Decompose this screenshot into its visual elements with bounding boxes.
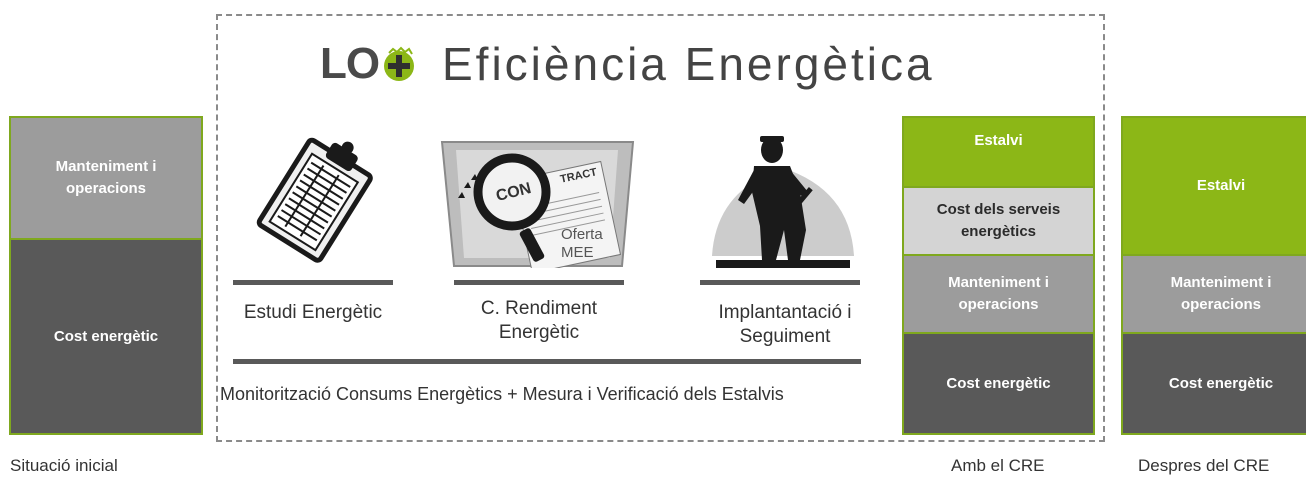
block-manteniment-inicial: Manteniment i operacions xyxy=(9,116,203,240)
block-cost-serveis-cre: Cost dels serveis energètics xyxy=(902,186,1095,256)
contract-offer-line1: Oferta xyxy=(561,226,603,243)
logo-text: LO xyxy=(320,39,380,88)
block-manteniment-cre: Manteniment i operacions xyxy=(902,254,1095,334)
monitoring-label: Monitorització Consums Energètics + Mesu… xyxy=(220,384,784,404)
step-line-estudi xyxy=(233,280,393,285)
step-label-estudi: Estudi Energètic xyxy=(243,302,383,323)
block-estalvi-cre: Estalvi xyxy=(902,116,1095,188)
block-estalvi-despres: Estalvi xyxy=(1121,116,1306,256)
eficiencia-frame xyxy=(216,14,1105,442)
logo-plus-icon xyxy=(381,46,417,82)
step-label-implantacio: Implantantació i Seguiment xyxy=(718,302,852,347)
worker-icon xyxy=(708,130,858,277)
page-title: Eficiència Energètica xyxy=(442,38,935,90)
contract-offer-line2: MEE xyxy=(561,244,594,261)
monitoring-line xyxy=(233,359,861,364)
block-cost-energetic-despres: Cost energètic xyxy=(1121,332,1306,435)
block-cost-energetic-cre: Cost energètic xyxy=(902,332,1095,435)
step-line-rendiment xyxy=(454,280,624,285)
step-line-implantacio xyxy=(700,280,860,285)
clipboard-icon xyxy=(245,128,385,273)
block-cost-energetic-inicial: Cost energètic xyxy=(9,238,203,435)
caption-amb-cre: Amb el CRE xyxy=(951,456,1045,475)
contract-magnifier-icon: CON TRACT Oferta MEE xyxy=(440,140,635,268)
lo-plus-logo: LO xyxy=(320,38,417,90)
caption-situacio-inicial: Situació inicial xyxy=(10,456,118,475)
block-manteniment-despres: Manteniment i operacions xyxy=(1121,254,1306,334)
caption-despres-cre: Despres del CRE xyxy=(1138,456,1270,475)
step-label-rendiment: C. Rendiment Energètic xyxy=(480,298,598,343)
